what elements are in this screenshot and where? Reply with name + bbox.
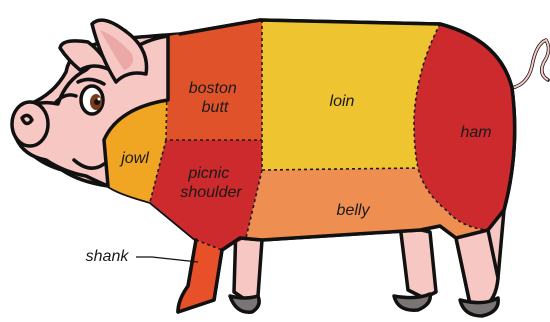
label-ham: ham [460,124,491,141]
label-butt: butt [202,99,229,116]
label-loin: loin [330,93,355,110]
label-boston: boston [189,80,237,97]
near-rear-leg [456,230,498,306]
label-belly: belly [337,202,371,219]
eye-highlight [98,98,101,101]
label-jowl: jowl [119,150,149,167]
cut-shank[interactable] [178,240,222,312]
shank-leader-line [136,257,198,262]
tail-inner [512,40,549,88]
far-front-hoof [230,296,259,312]
near-rear-leg-group [456,230,498,316]
label-shoulder: shoulder [180,184,242,201]
label-picnic: picnic [187,165,229,182]
far-rear-leg [400,225,436,298]
far-rear-hoof [394,294,430,310]
label-shank: shank [86,248,130,265]
